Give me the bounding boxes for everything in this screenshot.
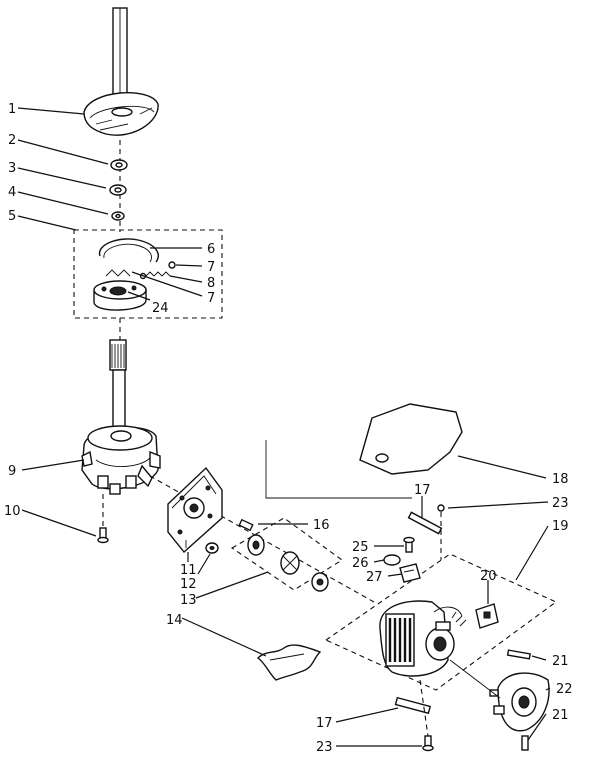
label-22: 22 — [556, 682, 573, 697]
label-14: 14 — [166, 613, 183, 628]
part-6-clutch-band — [99, 238, 159, 263]
part-1-hub — [83, 92, 159, 136]
part-23-screw-upper — [437, 504, 445, 560]
label-7b: 7 — [207, 291, 215, 306]
leader-motor-pump — [449, 659, 501, 699]
part-2-washer — [110, 159, 128, 171]
part-16-pin — [238, 518, 254, 532]
label-25: 25 — [352, 540, 369, 555]
part-5-group-box — [73, 229, 223, 319]
part-21-pin-upper — [506, 649, 531, 660]
part-13-coupler-a — [247, 534, 265, 556]
label-3: 3 — [8, 161, 16, 176]
label-1: 1 — [8, 102, 16, 117]
leader-line-gearcase — [265, 440, 412, 499]
axis-lower-screw — [419, 679, 429, 737]
label-12: 12 — [180, 577, 197, 592]
part-17-pin-upper — [407, 511, 443, 535]
label-24: 24 — [152, 301, 169, 316]
part-14-shield — [256, 644, 322, 681]
label-6: 6 — [207, 242, 215, 257]
part-8-spring — [139, 261, 176, 280]
label-13: 13 — [180, 593, 197, 608]
lower-splined-shaft — [109, 318, 127, 433]
part-4-washer — [111, 211, 125, 221]
part-9-gearcase — [81, 425, 161, 495]
label-21b: 21 — [552, 708, 569, 723]
label-23b: 23 — [316, 740, 333, 755]
part-24-clutch-hub — [93, 269, 147, 311]
part-25-screw — [403, 536, 415, 553]
label-19: 19 — [552, 519, 569, 534]
callout-labels: 1 2 3 4 5 6 7 8 7 24 9 10 11 12 13 14 16… — [4, 102, 573, 755]
part-19-mount-box — [324, 553, 558, 691]
motor — [379, 600, 467, 677]
label-16: 16 — [313, 518, 330, 533]
label-17b: 17 — [316, 716, 333, 731]
part-21-pin-lower — [521, 735, 529, 751]
label-11: 11 — [180, 563, 197, 578]
label-20: 20 — [480, 569, 497, 584]
label-26: 26 — [352, 556, 369, 571]
label-23a: 23 — [552, 496, 569, 511]
part-20-switch — [475, 603, 499, 629]
label-9: 9 — [8, 464, 16, 479]
part-11-mount-plate — [167, 466, 223, 554]
label-7a: 7 — [207, 260, 215, 275]
label-18: 18 — [552, 472, 569, 487]
leader-lines — [17, 107, 551, 747]
part-23-screw-lower — [422, 735, 434, 752]
part-18-cover — [359, 403, 463, 475]
label-17a: 17 — [414, 483, 431, 498]
part-12-nut — [205, 542, 219, 554]
label-5: 5 — [8, 209, 16, 224]
label-27: 27 — [366, 570, 383, 585]
label-2: 2 — [8, 133, 16, 148]
part-13-group-box — [230, 517, 343, 591]
label-4: 4 — [8, 185, 16, 200]
part-3-washer — [109, 184, 127, 196]
part-10-bolt — [97, 494, 109, 544]
part-13-coupler-c — [311, 572, 329, 592]
part-26-spacer — [383, 554, 401, 566]
part-27-clip — [399, 563, 421, 583]
part-13-coupler-b — [280, 551, 300, 575]
label-21a: 21 — [552, 654, 569, 669]
drive-shaft-top — [112, 7, 128, 109]
label-10: 10 — [4, 504, 21, 519]
label-8: 8 — [207, 276, 215, 291]
part-17-pin-lower — [394, 696, 432, 715]
